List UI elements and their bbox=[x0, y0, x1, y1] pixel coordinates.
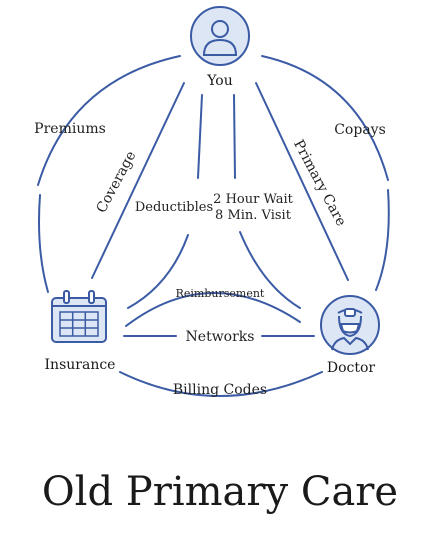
line-primary-care bbox=[255, 82, 349, 281]
line-wait-lower bbox=[239, 231, 301, 309]
page-title: Old Primary Care bbox=[42, 469, 398, 515]
primary-care-label: Primary Care bbox=[290, 137, 349, 229]
node-you bbox=[190, 6, 250, 66]
line-wait-upper bbox=[233, 94, 236, 179]
arc-reimbursement bbox=[125, 292, 301, 327]
insurance-label: Insurance bbox=[45, 357, 116, 373]
arc-you-doctor bbox=[261, 55, 389, 181]
deductibles-label: Deductibles bbox=[135, 200, 213, 215]
connector-lines bbox=[37, 55, 390, 397]
arc-you-insurance-lower bbox=[38, 194, 49, 293]
you-label: You bbox=[206, 73, 232, 89]
person-icon bbox=[202, 20, 238, 56]
billing-codes-label: Billing Codes bbox=[173, 382, 267, 398]
copays-label: Copays bbox=[334, 122, 386, 138]
calendar-icon bbox=[51, 290, 107, 343]
doctor-icon bbox=[331, 308, 369, 351]
coverage-label: Coverage bbox=[94, 149, 140, 216]
arc-you-insurance bbox=[37, 55, 181, 186]
line-deductibles-lower bbox=[127, 234, 189, 309]
doctor-label: Doctor bbox=[327, 360, 376, 376]
networks-label: Networks bbox=[186, 329, 255, 345]
line-coverage bbox=[91, 82, 185, 279]
line-deductibles-upper bbox=[197, 94, 203, 179]
node-insurance bbox=[51, 290, 107, 343]
arc-insurance-doctor bbox=[119, 371, 323, 397]
arc-you-doctor-lower bbox=[375, 189, 390, 291]
premiums-label: Premiums bbox=[34, 121, 106, 137]
node-doctor bbox=[320, 295, 380, 355]
wait-time-label: 2 Hour Wait bbox=[213, 192, 293, 207]
visit-time-label: 8 Min. Visit bbox=[215, 208, 292, 223]
reimbursement-label: Reimbursement bbox=[176, 287, 265, 300]
